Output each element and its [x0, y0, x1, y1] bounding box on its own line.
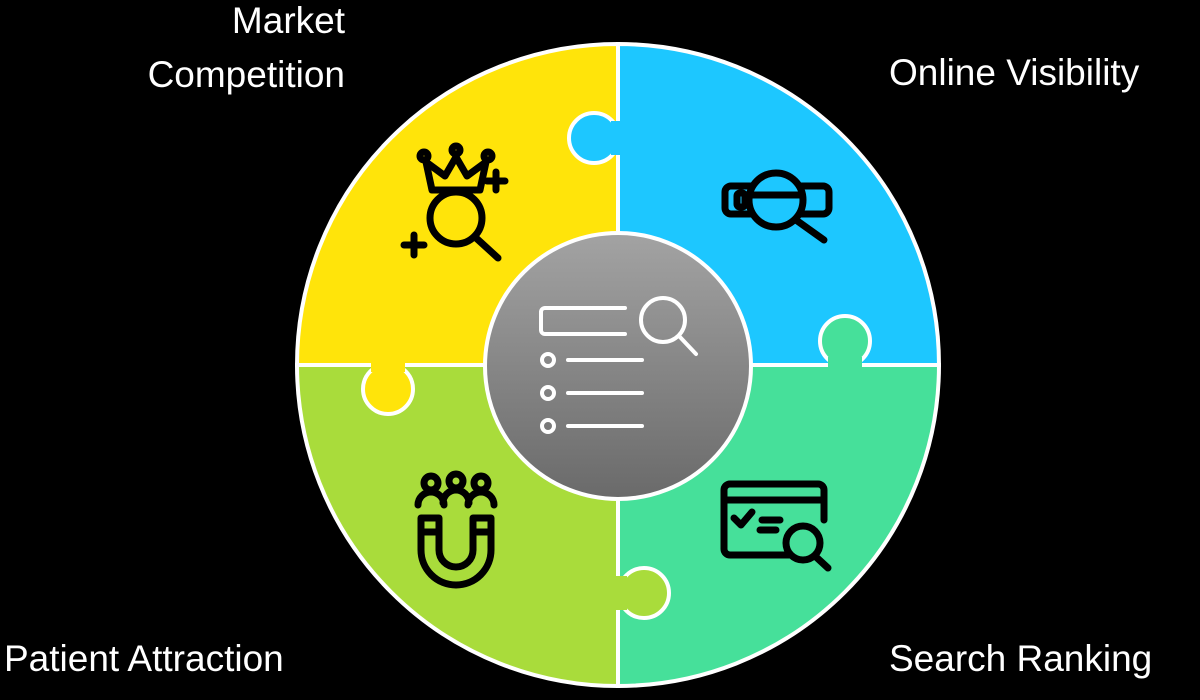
label-line-2: Competition [147, 54, 345, 95]
label-line-1: Market [231, 0, 345, 41]
label-search-ranking: Search Ranking [889, 638, 1153, 679]
browser-checklist-magnifier-icon [720, 480, 832, 572]
center-hub [483, 231, 753, 501]
list-search-icon [539, 296, 698, 434]
label-patient-attraction: Patient Attraction [4, 638, 284, 679]
crown-magnifier-icon [400, 142, 509, 262]
eye-magnifier-icon [721, 169, 833, 244]
label-online-visibility: Online Visibility [889, 52, 1140, 93]
label-market-competition: Market Competition [148, 0, 345, 102]
people-magnet-icon [414, 470, 498, 589]
